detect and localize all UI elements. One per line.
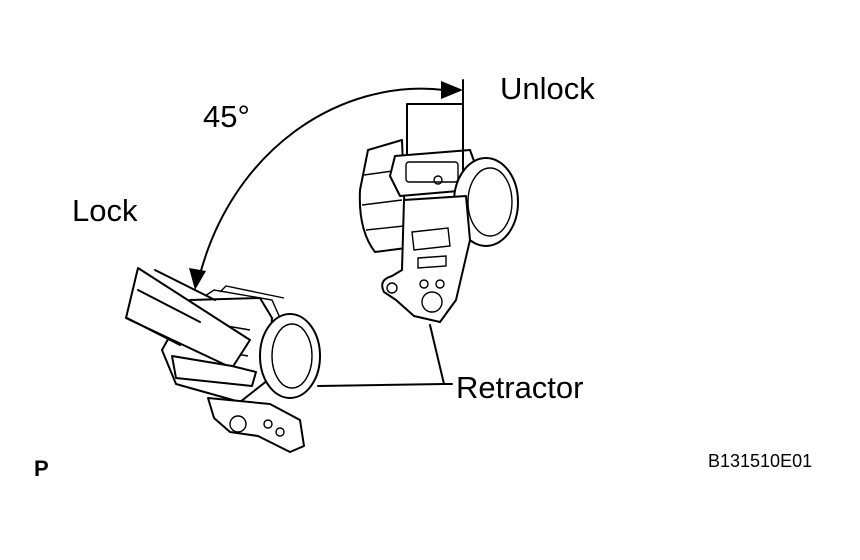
retractor-label: Retractor xyxy=(456,370,584,405)
leader-line-upright xyxy=(429,324,453,385)
lock-reference-line-2 xyxy=(137,289,201,323)
leader-line-tilted xyxy=(317,383,445,387)
retractor-tilted xyxy=(125,267,321,453)
unlock-label: Unlock xyxy=(500,71,595,106)
arc-arrowhead-unlock xyxy=(441,81,463,99)
lock-reference-line-3 xyxy=(126,317,181,346)
angle-label: 45° xyxy=(203,99,250,134)
lock-label: Lock xyxy=(72,193,138,228)
frame-plate-tilted xyxy=(171,355,257,387)
rotation-arc xyxy=(197,87,445,283)
figure-code: B131510E01 xyxy=(708,451,813,471)
mounting-bracket-tilted xyxy=(207,397,305,453)
retractor-upright xyxy=(358,103,519,323)
lock-reference-line-1 xyxy=(154,269,216,301)
arc-arrowhead-lock xyxy=(189,268,206,290)
spool-cover-tilted xyxy=(259,313,321,399)
view-mark: P xyxy=(34,456,49,481)
